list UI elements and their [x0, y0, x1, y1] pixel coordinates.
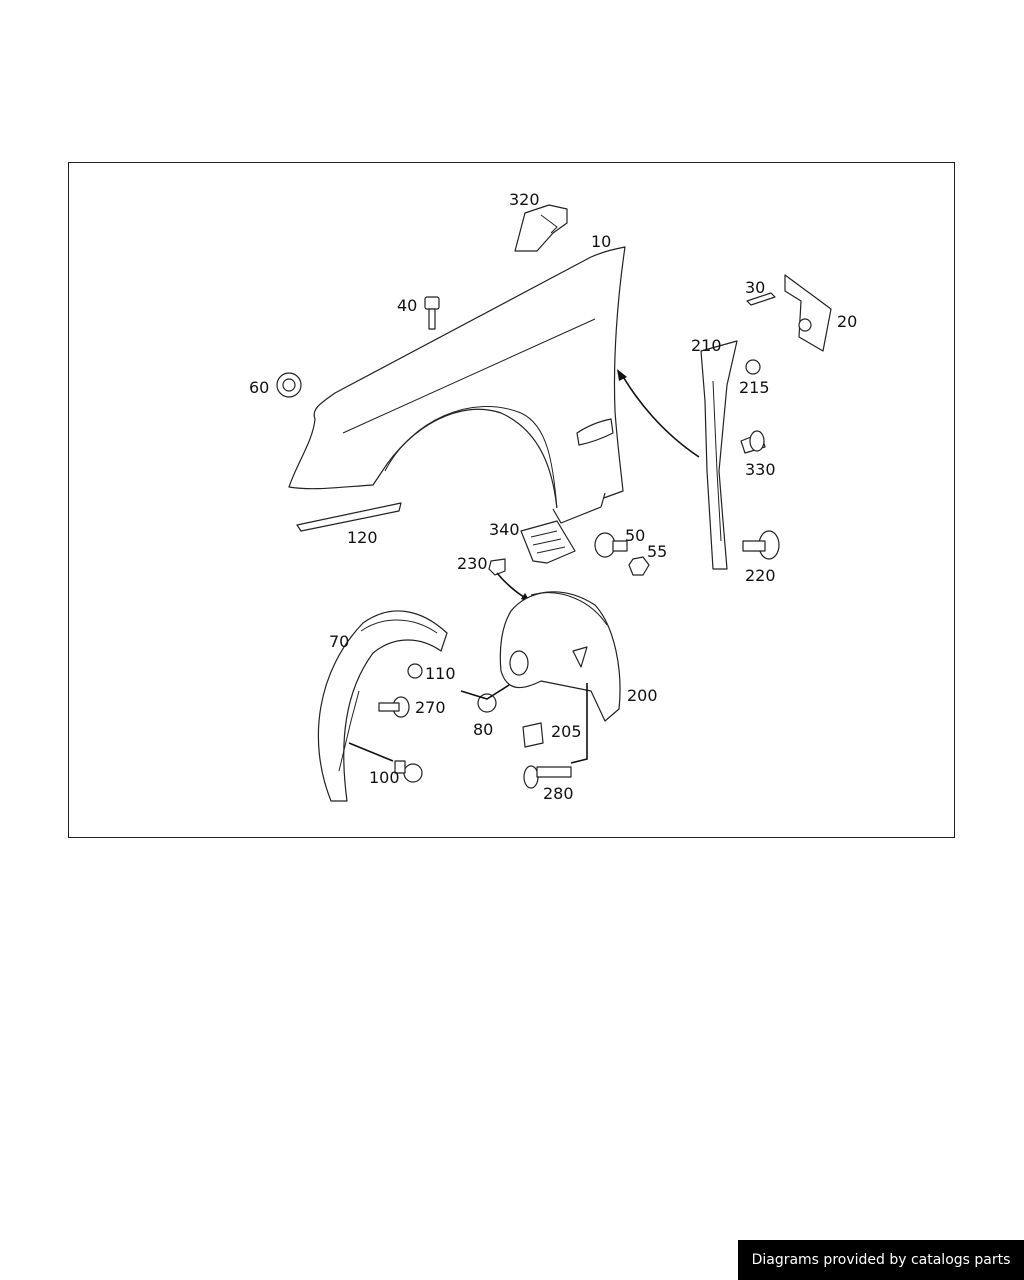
wheel-liner-200-part: [499, 591, 621, 722]
grommet-60-part: [276, 372, 302, 398]
clip-330-part: [740, 430, 766, 454]
callout-200: 200: [627, 686, 658, 705]
callout-280: 280: [543, 784, 574, 803]
callout-60: 60: [249, 378, 269, 397]
callout-10: 10: [591, 232, 611, 251]
callout-40: 40: [397, 296, 417, 315]
trim-strip-120-part: [296, 502, 402, 532]
bracket-340-part: [520, 520, 576, 564]
assembly-arrow: [620, 372, 700, 458]
callout-55: 55: [647, 542, 667, 561]
callout-100: 100: [369, 768, 400, 787]
clip-80-part: [477, 693, 497, 713]
callout-330: 330: [745, 460, 776, 479]
clip-110-part: [407, 663, 423, 679]
callout-80: 80: [473, 720, 493, 739]
bolt-50-part: [594, 532, 628, 558]
callout-340: 340: [489, 520, 520, 539]
callout-215: 215: [739, 378, 770, 397]
wheel-liner-70-part: [317, 610, 448, 802]
pin-30-part: [746, 292, 776, 306]
nut-55-part: [628, 556, 650, 576]
fender-part: [288, 246, 626, 524]
clip-215-part: [745, 359, 761, 375]
callout-120: 120: [347, 528, 378, 547]
callout-30: 30: [745, 278, 765, 297]
callout-50: 50: [625, 526, 645, 545]
exploded-parts-diagram: 320 10 40 30 20 60 210 215 330 120 340 5…: [249, 190, 857, 803]
bolt-40-part: [424, 296, 440, 330]
clip-100-part: [394, 760, 423, 783]
clip-220-part: [742, 530, 780, 560]
bracket-20-part: [784, 274, 832, 352]
panel-210-part: [700, 340, 738, 570]
nut-230-part: [488, 558, 506, 576]
callout-70: 70: [329, 632, 349, 651]
clip-205-part: [522, 722, 544, 748]
diagram-frame: 320 10 40 30 20 60 210 215 330 120 340 5…: [68, 162, 955, 838]
screw-280-part: [523, 765, 572, 789]
callout-205: 205: [551, 722, 582, 741]
callout-230: 230: [457, 554, 488, 573]
callout-20: 20: [837, 312, 857, 331]
callout-320: 320: [509, 190, 540, 209]
callout-210: 210: [691, 336, 722, 355]
credit-text: Diagrams provided by catalogs parts: [751, 1252, 1011, 1268]
screw-270-part: [378, 696, 410, 718]
credit-badge: Diagrams provided by catalogs parts: [738, 1240, 1024, 1280]
callout-110: 110: [425, 664, 456, 683]
bracket-320-part: [514, 204, 568, 252]
callout-270: 270: [415, 698, 446, 717]
callout-220: 220: [745, 566, 776, 585]
